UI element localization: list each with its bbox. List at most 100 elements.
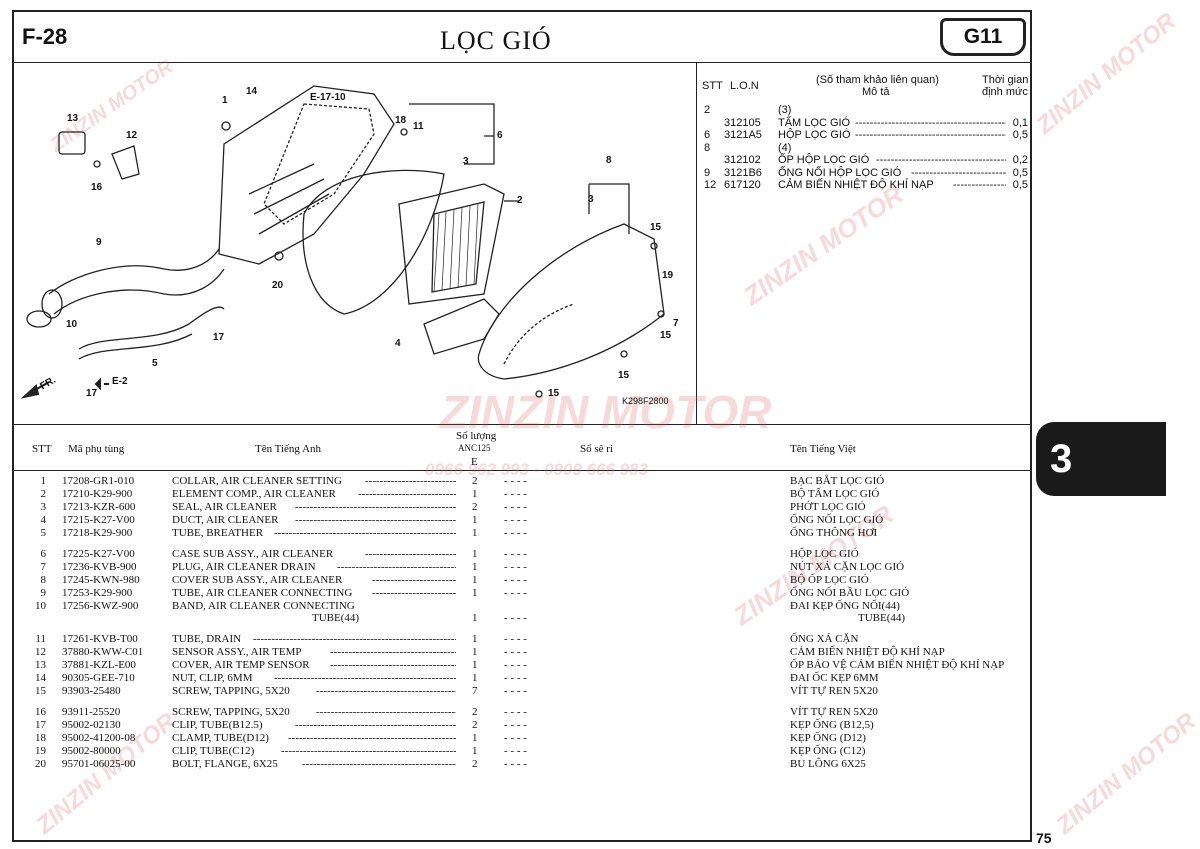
ref-desc: (3) [778, 104, 792, 116]
row-vietnamese-name: ỐNG XẢ CẶN [790, 633, 859, 645]
row-stt: 18 [35, 732, 46, 744]
callout-label: 9 [96, 237, 102, 248]
diagram-divider [12, 424, 1032, 425]
row-qty-placeholders: - - - - [504, 587, 527, 599]
row-part-no: 95002-02130 [62, 719, 121, 731]
ref-desc: ỐNG NỐI HỘP LỌC GIÓ [778, 166, 902, 179]
leader-dots: ----------------------------------------… [330, 659, 456, 671]
callout-label: 17 [86, 388, 98, 399]
row-part-no: 37881-KZL-E00 [62, 659, 136, 671]
row-stt: 10 [35, 600, 46, 612]
ref-desc: (4) [778, 141, 792, 154]
group-badge: G11 [940, 18, 1026, 56]
row-english-name: COLLAR, AIR CLEANER SETTING [172, 475, 342, 487]
row-qty: 1 [472, 514, 478, 526]
row-stt: 16 [35, 706, 46, 718]
row-stt: 20 [35, 758, 46, 770]
row-qty-placeholders: - - - - [504, 561, 527, 573]
row-qty-placeholders: - - - - [504, 527, 527, 539]
row-qty: 1 [472, 527, 478, 539]
row-stt: 7 [40, 561, 47, 573]
leader-dots: ----------------------------------------… [855, 129, 1006, 141]
row-qty: 1 [472, 745, 478, 757]
row-vietnamese-name: BỘ ỐP LỌC GIÓ [790, 574, 869, 586]
row-qty: 1 [472, 612, 478, 624]
row-qty: 2 [472, 706, 478, 718]
ref-stt: 2 [704, 104, 711, 116]
leader-dots: ----------------------------------------… [274, 672, 456, 684]
ref-header-stt: STT [702, 80, 723, 92]
callout-label: 7 [673, 318, 679, 329]
leader-dots: ----------------------------------------… [953, 179, 1006, 191]
callout-label: 2 [517, 195, 523, 206]
row-vietnamese-name: ỐP BẢO VỆ CẢM BIẾN NHIỆT ĐỘ KHÍ NẠP [790, 659, 1005, 671]
callout-label: 5 [152, 358, 158, 369]
leader-dots: ----------------------------------------… [855, 116, 1006, 129]
row-part-no: 17245-KWN-980 [62, 574, 140, 586]
watermark-brand: ZINZIN MOTOR [1051, 707, 1200, 840]
ref-panel-divider [696, 63, 697, 424]
callout-label: 16 [91, 182, 103, 193]
ref-row: 2 (3) [702, 104, 1028, 117]
row-english-name: SENSOR ASSY., AIR TEMP [172, 646, 302, 658]
callout-label: 1 [222, 95, 228, 106]
callout-label: 6 [497, 130, 503, 141]
col-part-no: Mã phụ tùng [68, 443, 125, 455]
leader-dots: ----------------------------------------… [372, 574, 456, 586]
exploded-diagram [20, 85, 665, 399]
callout-label: 15 [650, 222, 662, 233]
row-english-name: DUCT, AIR CLEANER [172, 514, 279, 526]
chapter-tab[interactable]: 3 [1036, 422, 1166, 496]
ref-desc: HỘP LỌC GIÓ [778, 129, 851, 141]
row-vietnamese-name: ỐNG NỐI LỌC GIÓ [790, 514, 884, 526]
row-vietnamese-name: VÍT TỰ REN 5X20 [790, 706, 878, 718]
callout-label: 3 [463, 156, 469, 167]
callout-label: 15 [660, 330, 672, 341]
ref-header-desc-bottom: Mô tả [862, 86, 890, 98]
row-vietnamese-name: CẢM BIẾN NHIỆT ĐỘ KHÍ NẠP [790, 646, 945, 658]
ref-stt: 9 [704, 166, 711, 179]
callout-label: 3 [588, 194, 594, 205]
callout-label: 20 [272, 280, 284, 291]
row-qty: 2 [472, 501, 478, 513]
row-qty-placeholders: - - - - [504, 685, 527, 697]
table-row[interactable]: 8 17245-KWN-980 COVER SUB ASSY., AIR CLEAN… [14, 574, 1030, 587]
row-qty: 1 [472, 561, 478, 573]
row-stt: 12 [35, 646, 46, 658]
row-qty-placeholders: - - - - [504, 475, 527, 487]
ref-time: 0,2 [1012, 154, 1028, 166]
row-stt: 8 [40, 574, 47, 586]
ref-lon: 617120 [724, 179, 761, 191]
diagram-code: K298F2800 [622, 396, 669, 406]
callout-label: 13 [67, 113, 79, 124]
ref-lon: 3121A5 [724, 129, 762, 141]
row-part-no: 17225-K27-V00 [62, 548, 135, 560]
row-stt: 15 [35, 685, 46, 697]
row-part-no: 17215-K27-V00 [62, 514, 135, 526]
callout-label: 14 [246, 86, 258, 97]
row-english-name: COVER SUB ASSY., AIR CLEANER [172, 574, 343, 586]
row-stt: 13 [35, 659, 46, 671]
row-qty-placeholders: - - - - [504, 719, 527, 731]
row-english-name: NUT, CLIP, 6MM [172, 672, 253, 684]
